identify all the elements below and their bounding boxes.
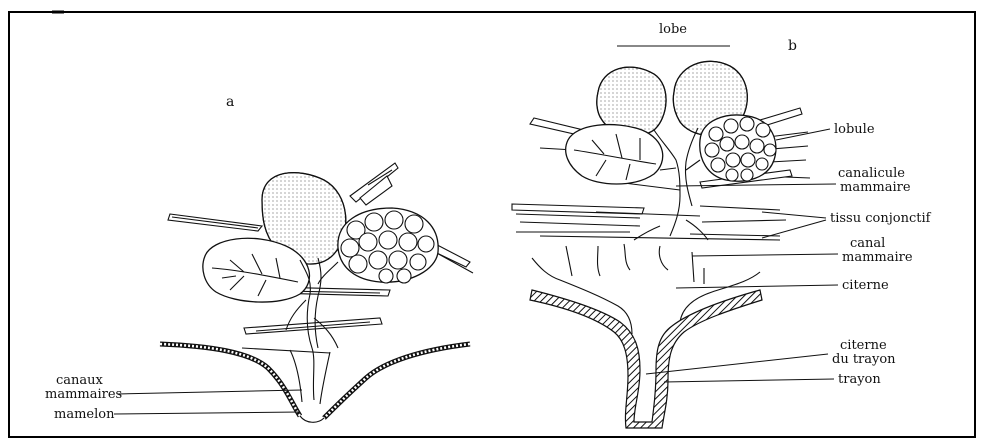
label-canalicule-mammaire-1: canalicule [838,166,905,181]
leader-tissu-conjonctif-2 [762,220,826,238]
leader-citerne [676,285,838,288]
panel-a-letter: a [226,94,234,110]
label-canal-mammaire-1: canal [850,236,885,251]
leader-tissu-conjonctif-1 [762,212,826,218]
label-citerne-du-trayon-2: du trayon [832,352,896,367]
label-trayon: trayon [838,372,881,387]
leader-canalicule-mammaire [676,184,836,186]
leader-mamelon [114,412,300,414]
panel-b-letter: b [788,38,797,54]
panel-b-gland [512,61,810,428]
label-canaux-mammaires-1: canaux [56,373,104,388]
label-canalicule-mammaire-2: mammaire [840,180,911,195]
label-citerne-du-trayon-1: citerne [840,338,887,353]
label-canaux-mammaires-2: mammaires [45,387,122,402]
label-lobule: lobule [834,122,875,137]
label-canal-mammaire-2: mammaire [842,250,913,265]
panel-a-gland [160,163,473,422]
leader-trayon [664,379,834,382]
leader-citerne-du-trayon [646,354,828,374]
label-citerne: citerne [842,278,889,293]
label-mamelon: mamelon [54,407,115,422]
leader-canaux-mammaires [118,390,302,394]
label-lobe: lobe [659,22,687,37]
label-tissu-conjonctif: tissu conjonctif [830,211,932,226]
leader-canal-mammaire [692,254,838,256]
